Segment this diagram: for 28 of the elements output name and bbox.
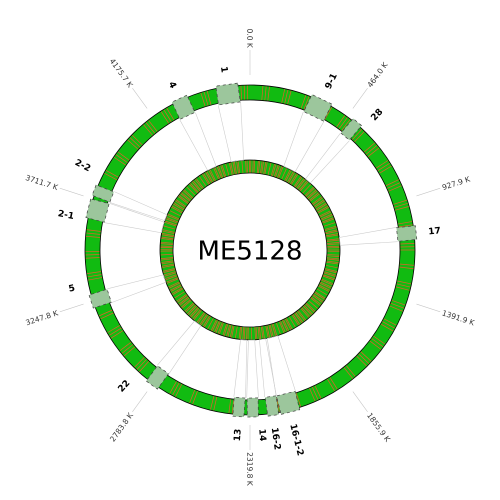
region-label: 2-2: [74, 158, 90, 172]
connector-line: [266, 335, 296, 396]
connector-line: [305, 132, 350, 184]
connector-line: [107, 274, 166, 303]
region-label: 16-2: [272, 428, 282, 450]
region-label: 13: [234, 430, 241, 440]
genome-name: ME5128: [200, 240, 301, 260]
region-label: 17: [428, 226, 440, 234]
connector-line: [180, 112, 217, 171]
inner-ring: [160, 160, 340, 340]
connector-line: [218, 102, 244, 162]
region-label: 4: [170, 82, 177, 88]
region-label: 22: [118, 380, 130, 392]
connector-line: [110, 191, 168, 221]
connector-line: [339, 227, 398, 246]
region-label: 5: [68, 284, 74, 292]
region-label: 1: [221, 66, 228, 72]
connector-line: [104, 203, 165, 234]
connector-line: [284, 112, 324, 172]
connector-line: [234, 339, 248, 398]
connector-line: [157, 320, 202, 374]
region-label: 16-1-2: [290, 424, 304, 456]
connector-line: [246, 340, 259, 398]
region-label: 9-1: [325, 74, 337, 89]
region-label: 2-1: [58, 210, 74, 219]
region-label: 14: [259, 430, 267, 441]
connector-line: [259, 338, 277, 398]
region-label: 28: [370, 108, 382, 121]
